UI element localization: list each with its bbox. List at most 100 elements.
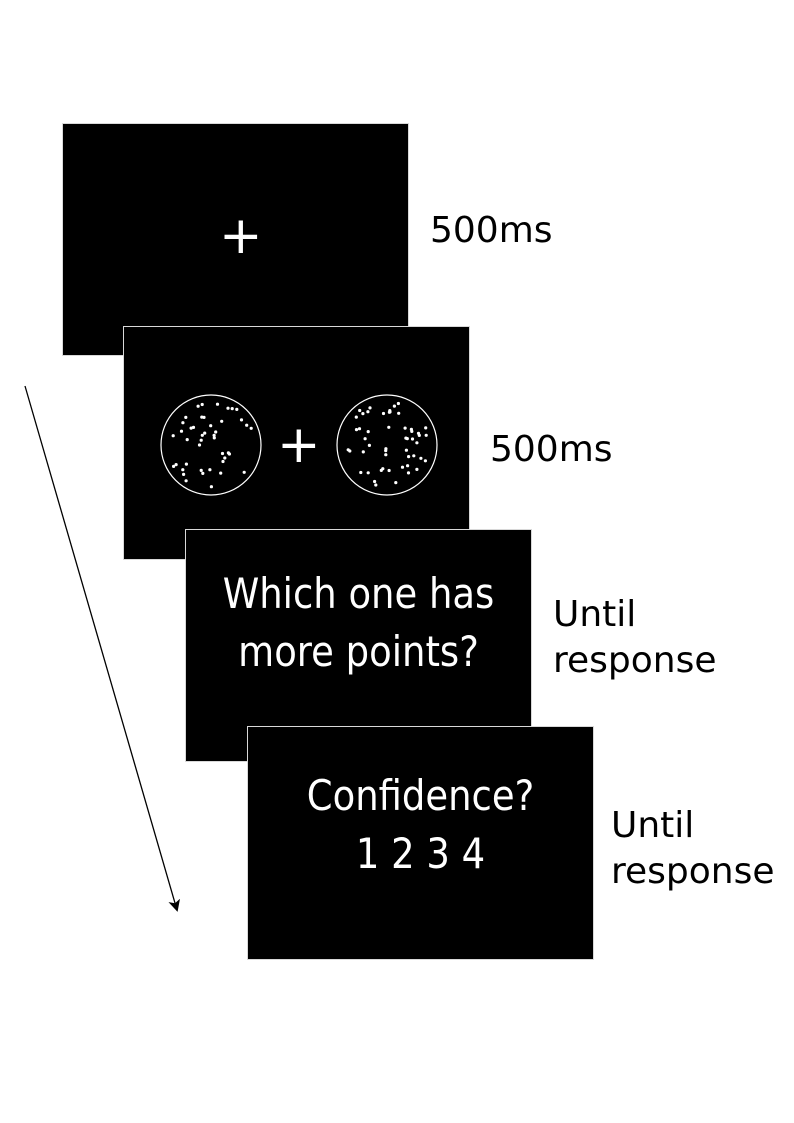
stimulus-dot — [388, 409, 392, 413]
stimulus-dot — [208, 468, 212, 472]
stimulus-dot — [181, 421, 185, 425]
dot-arrays — [160, 394, 438, 496]
question-line-1: Which one has — [222, 569, 495, 618]
confidence-screen: Confidence? 1 2 3 4 — [247, 726, 594, 960]
stimulus-dot — [348, 449, 352, 453]
stimulus-dot — [196, 404, 200, 408]
stimulus-dot — [424, 426, 428, 430]
stimulus-dot — [226, 406, 230, 410]
stimulus-dot — [354, 415, 358, 419]
fixation-duration-label: 500ms — [430, 210, 553, 251]
stimulus-dot — [220, 419, 224, 423]
stimulus-dot — [409, 427, 413, 431]
stimulus-dot — [410, 437, 415, 441]
question-line-2: more points? — [238, 627, 479, 676]
stimulus-dot — [226, 451, 230, 455]
stimulus-dot — [185, 438, 189, 442]
fixation-cross: + — [219, 206, 263, 266]
stimulus-dot — [214, 430, 218, 434]
stimulus-dot — [368, 406, 372, 410]
stimulus-dot — [197, 443, 202, 447]
left-dot-array — [171, 402, 253, 489]
stimulus-dot — [367, 443, 371, 447]
stimulus-dot — [181, 468, 185, 472]
stimulus-dot — [404, 448, 408, 452]
stimulus-dot — [212, 436, 216, 440]
stimulus-dot — [374, 483, 378, 487]
stimulus-dot — [221, 459, 225, 464]
stimulus-dot — [366, 410, 370, 414]
stimulus-dot — [191, 425, 196, 429]
stimulus-dot — [394, 481, 398, 485]
stimulus-dot — [212, 433, 216, 437]
stimulus-dot — [184, 462, 188, 466]
stimulus-dot — [396, 401, 400, 406]
stimulus-dot — [203, 431, 207, 435]
stimulus-duration-label: 500ms — [490, 429, 613, 470]
confidence-scale: 1 2 3 4 — [355, 829, 486, 878]
stimulus-dot — [412, 454, 416, 458]
stimulus-dot — [219, 471, 223, 475]
stimulus-dot — [366, 471, 370, 475]
stimulus-dot — [189, 426, 193, 430]
right-dot-circle — [336, 394, 438, 496]
left-dot-circle — [160, 394, 262, 496]
stimulus-dot — [366, 430, 370, 434]
right-dot-array — [346, 401, 428, 487]
stimulus-dot — [359, 470, 363, 475]
stimulus-dot — [379, 468, 383, 472]
question-screen: Which one has more points? — [185, 529, 532, 762]
stimulus-dot — [235, 407, 239, 411]
stimulus-dot — [179, 429, 184, 433]
stimulus-dot — [405, 437, 409, 441]
stimulus-dot — [424, 433, 428, 437]
stimulus-dot — [174, 463, 178, 467]
stimulus-dot — [172, 464, 176, 468]
stimulus-dot — [423, 459, 427, 463]
stimulus-dot — [381, 411, 386, 416]
question-duration-label: Until response — [553, 594, 717, 681]
stimulus-dot — [245, 423, 249, 427]
stimulus-dot — [415, 467, 419, 471]
stimulus-dot — [209, 485, 213, 489]
stimulus-dot — [392, 404, 396, 408]
stimulus-dot — [201, 471, 205, 475]
stimulus-dot — [363, 437, 367, 441]
stimulus-dot — [354, 428, 359, 432]
stimulus-dot — [400, 465, 405, 469]
stimulus-dot — [407, 455, 411, 459]
fixation-screen: + — [62, 123, 409, 356]
stimulus-dot — [403, 426, 407, 430]
stimulus-dot — [202, 415, 206, 419]
stimulus-dot — [387, 468, 391, 473]
stimulus-dot — [200, 433, 204, 437]
stimulus-dot — [373, 479, 377, 484]
stimulus-dot — [184, 415, 188, 419]
time-arrow-line — [24, 385, 180, 912]
confidence-duration-label: Until response — [611, 805, 775, 892]
stimulus-dot — [223, 456, 227, 460]
stimulus-dot — [384, 447, 388, 451]
stimulus-dot — [209, 424, 213, 428]
stimulus-dot — [358, 408, 362, 413]
stimulus-dot — [215, 402, 220, 406]
stimulus-dot — [200, 402, 204, 407]
stimulus-dot — [361, 412, 365, 416]
stimulus-dot — [419, 456, 423, 460]
stimulus-dot — [171, 434, 175, 438]
question-text: Which one has more points? — [207, 565, 511, 681]
fixation-cross: + — [277, 415, 321, 475]
stimulus-dot — [199, 438, 203, 442]
stimulus-dot — [357, 427, 362, 431]
stimulus-screen: + — [123, 326, 470, 560]
stimulus-dot — [220, 451, 225, 456]
stimulus-dot — [242, 470, 246, 474]
stimulus-dot — [184, 479, 188, 483]
stimulus-dot — [397, 411, 401, 415]
stimulus-dot — [387, 425, 391, 429]
stimulus-dot — [182, 472, 186, 476]
confidence-text: Confidence? 1 2 3 4 — [269, 767, 573, 883]
stimulus-dot — [384, 453, 388, 457]
stimulus-dot — [406, 464, 410, 468]
